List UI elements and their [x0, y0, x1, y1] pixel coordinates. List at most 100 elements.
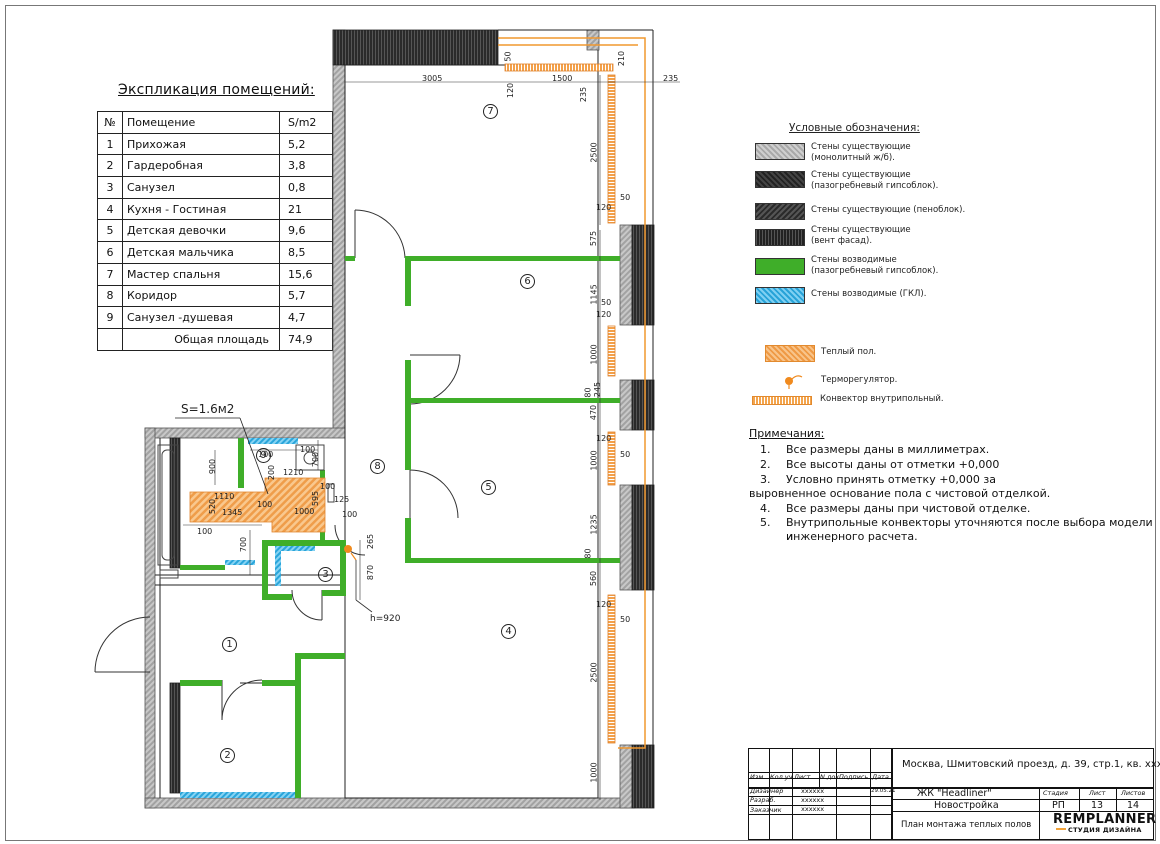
room-area: 21	[279, 197, 333, 221]
explication-title: Экспликация помещений:	[118, 82, 315, 98]
legend-swatch	[755, 287, 805, 304]
room-marker-5: 5	[481, 480, 496, 495]
doors	[94, 209, 461, 721]
note-text: Все размеры даны при чистовой отделке.	[786, 502, 1031, 515]
legend-swatch	[755, 258, 805, 275]
legend-text: Стены существующие (пазогребневый гипсоб…	[811, 170, 939, 191]
tb-sheet-label: Лист	[1089, 789, 1106, 797]
tb-developer-value: xxxxxx	[801, 796, 825, 804]
total-label: Общая площадь	[122, 327, 280, 351]
tb-divider	[891, 749, 893, 839]
legend-text: Теплый пол.	[821, 347, 877, 357]
floor-convectors	[504, 63, 616, 744]
tb-header: Изм.	[750, 773, 766, 781]
dim-label: 50	[620, 615, 631, 624]
thermostat-height-label: h=920	[370, 614, 401, 624]
dim-label: 100	[342, 510, 358, 519]
tb-stage-label: Стадия	[1043, 789, 1068, 797]
dim-label: 120	[506, 82, 516, 99]
tb-type: Новостройка	[934, 800, 999, 811]
legend-swatch	[755, 171, 805, 188]
dim-label: 100	[300, 445, 316, 454]
dim-label: 900	[208, 458, 218, 475]
dim-label: 700	[311, 451, 321, 468]
room-name: Мастер спальня	[122, 262, 280, 286]
dim-label: 80	[583, 387, 593, 398]
tb-sheets-value: 14	[1127, 800, 1140, 811]
convector-frame	[498, 37, 646, 749]
dim-label: 120	[596, 310, 612, 319]
dim-label: 120	[596, 600, 612, 609]
tb-project: ЖК "Headliner"	[917, 788, 992, 799]
existing-walls-dark	[169, 29, 655, 809]
dim-label: 1235	[589, 514, 599, 535]
tb-line	[1079, 787, 1080, 811]
note-text: Условно принять отметку +0,000 за	[786, 473, 996, 486]
tb-line	[749, 796, 891, 797]
tb-header: Кол.уч.	[770, 773, 795, 781]
dim-label: 1210	[283, 468, 304, 477]
tb-line	[769, 749, 770, 839]
tb-customer-value: xxxxxx	[801, 805, 825, 813]
tb-header: Лист	[794, 773, 811, 781]
dim-label: 265	[366, 533, 376, 550]
legend-swatch	[755, 143, 805, 160]
room-area: 3,8	[279, 154, 333, 178]
dim-label: 120	[596, 434, 612, 443]
dim-label: 1000	[589, 450, 599, 471]
tb-sheet-title: План монтажа теплых полов	[901, 820, 1032, 830]
tb-address: Москва, Шмитовский проезд, д. 39, стр.1,…	[902, 759, 1160, 770]
bath-area-label: S=1.6м2	[181, 402, 235, 416]
note-number: 1.	[760, 443, 771, 456]
dim-label: 1000	[589, 762, 599, 783]
tb-designer-label: Дизайнер	[750, 787, 784, 795]
room-area: 8,5	[279, 241, 333, 264]
note-text: инженерного расчета.	[786, 530, 918, 543]
dim-label: 200	[267, 464, 277, 481]
table-header: Помещение	[122, 111, 280, 134]
dim-label: 2500	[589, 662, 599, 683]
note-text: Все размеры даны в миллиметрах.	[786, 443, 990, 456]
room-area: 0,8	[279, 176, 333, 199]
dim-label: 80	[583, 548, 593, 559]
tb-header: Подпись	[839, 773, 869, 781]
dim-label: 575	[589, 230, 599, 247]
room-name: Гардеробная	[122, 154, 280, 178]
dim-label: 210	[617, 50, 627, 67]
dim-label: 520	[208, 498, 218, 515]
dim-label: 3005	[422, 74, 443, 83]
tb-sheets-label: Листов	[1121, 789, 1146, 797]
dimension-lines	[183, 75, 680, 800]
legend-text: Стены возводимые (пазогребневый гипсобло…	[811, 255, 939, 276]
tb-stage-value: РП	[1052, 800, 1065, 811]
heated-floor	[189, 477, 326, 533]
tb-designer-value: xxxxxx	[801, 787, 825, 795]
note-number: 3.	[760, 473, 771, 486]
tb-header: N док.	[820, 773, 842, 781]
dim-label: 50	[601, 298, 612, 307]
legend-text: Стены существующие (вент фасад).	[811, 225, 911, 246]
note-text: Все высоты даны от отметки +0,000	[786, 458, 1000, 471]
tb-line	[792, 749, 793, 839]
dim-label: 120	[596, 203, 612, 212]
legend-text: Терморегулятор.	[821, 375, 898, 385]
dim-label: 2500	[589, 142, 599, 163]
tb-line	[749, 805, 891, 806]
legend-text: Стены существующие (пеноблок).	[811, 205, 966, 215]
table-header: №	[97, 111, 123, 134]
title-block: Изм. Кол.уч. Лист N док. Подпись Дата Ди…	[748, 748, 1160, 840]
dim-label: 50	[503, 51, 513, 62]
tb-date: 29.05.21	[871, 788, 896, 794]
legend-text: Стены возводимые (ГКЛ).	[811, 289, 927, 299]
dim-label: 870	[366, 564, 376, 581]
bath-callout	[175, 417, 269, 495]
room-name: Прихожая	[122, 132, 280, 156]
dim-label: 50	[620, 193, 631, 202]
dim-label: 245	[593, 381, 603, 398]
dim-label: 100	[257, 500, 273, 509]
room-name: Кухня - Гостиная	[122, 197, 280, 221]
room-marker-4: 4	[501, 624, 516, 639]
dim-label: 100	[197, 527, 213, 536]
